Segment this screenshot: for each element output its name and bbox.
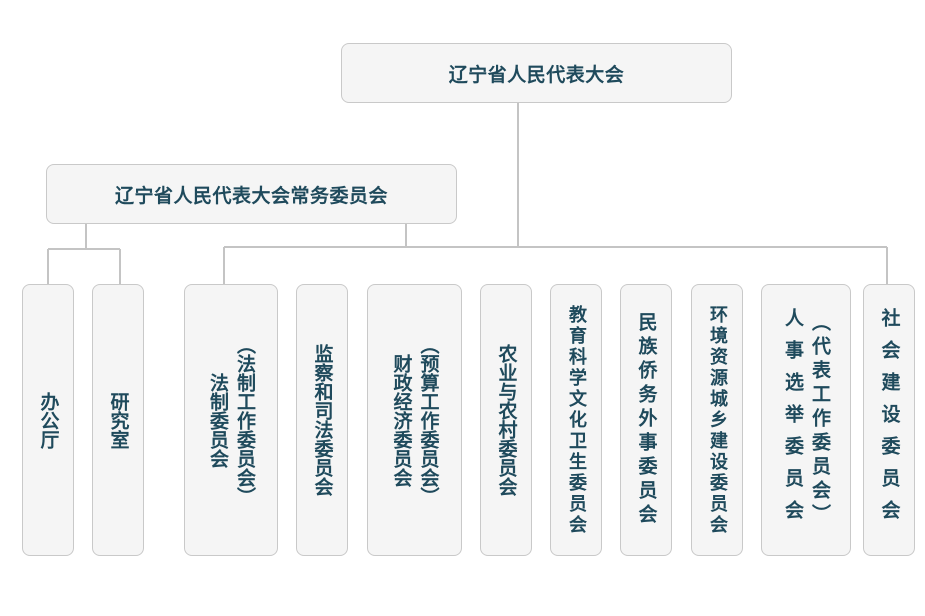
node-label-line: （预算工作委员会） [417,334,440,506]
office-general-office: 办公厅 [22,284,74,556]
node-label-line: 财政经济委员会 [390,353,413,487]
node-label-line: 环境资源城乡建设委员会 [707,304,728,536]
node-label-line: 民族侨务外事委员会 [635,312,658,528]
node-label-line: 人事选举委员会 [782,308,804,532]
committee-legal: （法制工作委员会） 法制委员会 [184,284,278,556]
node-label-line: 办公厅 [37,391,60,449]
committee-environment-urban-rural: 环境资源城乡建设委员会 [691,284,743,556]
node-label-line: （代表工作委员会） [809,312,831,528]
root-node-label: 辽宁省人民代表大会 [448,63,625,86]
committee-education-science-culture-health: 教育科学文化卫生委员会 [550,284,602,556]
node-label-line: 研究室 [107,391,130,449]
node-label-line: 法制委员会 [207,372,229,468]
office-research-office: 研究室 [92,284,144,556]
node-label-line: 农业与农村委员会 [495,344,518,496]
committee-ethnic-overseas-foreign: 民族侨务外事委员会 [620,284,672,556]
node-label-line: 教育科学文化卫生委员会 [566,304,587,536]
node-label-line: 社会建设委员会 [878,308,901,532]
standing-committee-label: 辽宁省人民代表大会常务委员会 [114,184,388,207]
committee-personnel-election: （代表工作委员会） 人事选举委员会 [761,284,851,556]
committee-social-development: 社会建设委员会 [863,284,915,556]
node-label-line: （法制工作委员会） [234,334,256,506]
connector-lines [47,103,888,284]
node-label-line: 监察和司法委员会 [311,344,334,496]
committee-agriculture-rural: 农业与农村委员会 [480,284,532,556]
standing-committee-node: 辽宁省人民代表大会常务委员会 [46,164,457,224]
committee-financial-economic: （预算工作委员会） 财政经济委员会 [367,284,462,556]
committee-supervisory-judicial: 监察和司法委员会 [296,284,348,556]
root-node: 辽宁省人民代表大会 [341,43,732,103]
